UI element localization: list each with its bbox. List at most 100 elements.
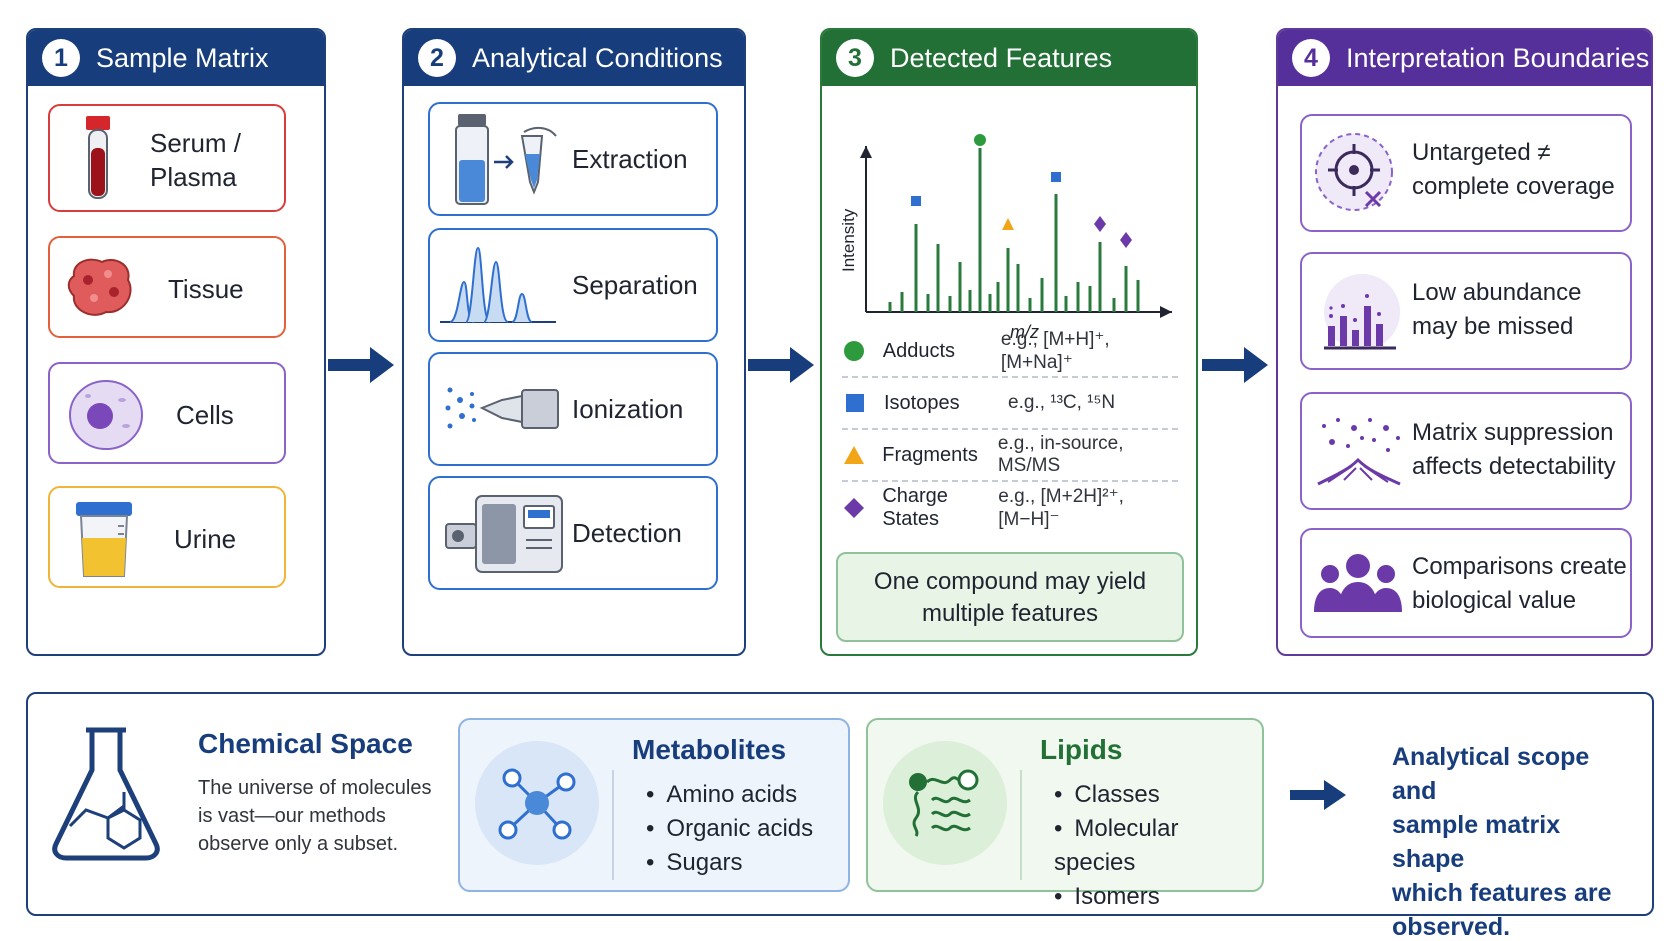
- legend-example: e.g., in-source, MS/MS: [997, 433, 1124, 476]
- card-label: Ionization: [572, 394, 684, 424]
- card-label: Tissue: [168, 274, 244, 304]
- panel-header: 4 Interpretation Boundaries: [1278, 30, 1651, 86]
- list-item: Amino acids: [646, 778, 813, 812]
- triangle-marker-icon: [844, 446, 865, 464]
- flow-arrow-icon: [1290, 780, 1346, 810]
- legend-name: Fragments: [882, 443, 978, 466]
- callout-line2: multiple features: [921, 600, 1099, 627]
- low-abundance-icon: [1324, 274, 1400, 350]
- list-item: Classes: [1054, 778, 1262, 812]
- lipid-icon: [883, 741, 1007, 865]
- legend-example: e.g., [M+2H]²⁺, [M−H]⁻: [998, 486, 1124, 530]
- isotope-marker: [1051, 172, 1061, 182]
- card-label-line2: Plasma: [150, 162, 237, 192]
- card-label: Cells: [176, 400, 234, 430]
- conclusion-line4: observed.: [1392, 913, 1511, 941]
- legend-example: e.g., ¹³C, ¹⁵N: [1008, 392, 1116, 413]
- card-line2: biological value: [1412, 587, 1577, 614]
- card-label-line1: Serum /: [150, 128, 242, 158]
- card-line2: may be missed: [1412, 313, 1574, 340]
- ionization-card: Ionization: [428, 352, 718, 466]
- charge-state-marker: [1094, 216, 1106, 232]
- group-icon: [1314, 554, 1402, 612]
- lipids-title: Lipids: [1040, 734, 1123, 765]
- tissue-card: Tissue: [48, 236, 286, 338]
- suppression-icon: [1317, 418, 1401, 486]
- legend-name: Adducts: [882, 339, 956, 362]
- card-line1: Matrix suppression: [1412, 419, 1614, 446]
- fragment-marker: [1002, 218, 1014, 230]
- panel-header: 2 Analytical Conditions: [404, 30, 744, 86]
- flow-arrow-icon: [748, 347, 814, 383]
- molecule-network-icon: [475, 741, 599, 865]
- card-line1: Comparisons create: [1412, 553, 1627, 580]
- chemical-space-line2: is vast—our methods: [198, 805, 386, 827]
- untargeted-coverage-card: Untargeted ≠ complete coverage: [1300, 114, 1632, 232]
- card-label: Separation: [572, 270, 698, 300]
- blood-tube-icon: [86, 116, 110, 199]
- chromatogram-icon: [440, 246, 556, 323]
- flask-icon: [52, 727, 160, 861]
- matrix-suppression-card: Matrix suppression affects detectability: [1300, 392, 1632, 510]
- lipids-box: Lipids Classes Molecular species Isomers: [866, 718, 1264, 910]
- legend-row-charge-states: Charge States e.g., [M+2H]²⁺, [M−H]⁻: [842, 482, 1178, 534]
- separation-card: Separation: [428, 228, 718, 342]
- low-abundance-card: Low abundance may be missed: [1300, 252, 1632, 370]
- card-label: Extraction: [572, 144, 688, 174]
- x-axis-label: m/z: [1010, 322, 1039, 342]
- y-axis-label: Intensity: [839, 208, 858, 272]
- chemical-space-line3: observe only a subset.: [198, 833, 399, 855]
- legend-row-fragments: Fragments e.g., in-source, MS/MS: [842, 430, 1178, 482]
- charge-state-marker: [1120, 232, 1132, 248]
- flow-arrow-icon: [1202, 347, 1268, 383]
- conclusion-line3: which features are: [1392, 879, 1612, 907]
- metabolites-box: Metabolites Amino acids Organic acids Su…: [458, 718, 850, 892]
- panel-title: Detected Features: [890, 42, 1113, 73]
- conclusion-line2: sample matrix shape: [1392, 811, 1561, 873]
- legend-name: Isotopes: [884, 391, 960, 414]
- target-icon: [1315, 133, 1393, 211]
- cells-card: Cells: [48, 362, 286, 464]
- legend-row-isotopes: Isotopes e.g., ¹³C, ¹⁵N: [842, 378, 1178, 430]
- cell-icon: [69, 380, 143, 450]
- lipids-list: Classes Molecular species Isomers: [1054, 778, 1262, 914]
- square-marker-icon: [846, 394, 864, 412]
- feature-callout: One compound may yield multiple features: [836, 552, 1184, 642]
- urine-card: Urine: [48, 486, 286, 588]
- adduct-marker: [974, 134, 986, 146]
- chemical-space-section: Chemical Space The universe of molecules…: [26, 692, 1654, 941]
- panel-header: 1 Sample Matrix: [28, 30, 324, 86]
- interpretation-boundaries-panel: 4 Interpretation Boundaries Untargeted ≠…: [1276, 28, 1653, 656]
- panel-title: Sample Matrix: [96, 42, 269, 73]
- list-item: Isomers: [1054, 880, 1262, 914]
- callout-line1: One compound may yield: [873, 568, 1147, 595]
- serum-plasma-card: Serum / Plasma: [48, 104, 286, 212]
- legend-example: e.g., [M+H]⁺, [M+Na]⁺: [1000, 329, 1110, 373]
- extraction-icon: [455, 114, 557, 205]
- conclusion-text: Analytical scope and sample matrix shape…: [1392, 740, 1622, 941]
- analytical-conditions-panel: 2 Analytical Conditions Extraction Separ…: [402, 28, 746, 656]
- circle-marker-icon: [844, 341, 865, 361]
- metabolites-list: Amino acids Organic acids Sugars: [646, 778, 813, 880]
- card-line2: affects detectability: [1412, 453, 1616, 480]
- legend-name: Charge States: [882, 485, 948, 530]
- list-item: Sugars: [646, 846, 813, 880]
- urine-cup-icon: [76, 502, 132, 577]
- panel-header: 3 Detected Features: [822, 30, 1196, 86]
- comparisons-card: Comparisons create biological value: [1300, 528, 1632, 638]
- step-number: 3: [836, 39, 874, 77]
- mass-spectrometer-icon: [445, 495, 563, 573]
- conclusion-line1: Analytical scope and: [1392, 743, 1590, 805]
- card-line1: Untargeted ≠: [1412, 139, 1551, 166]
- legend-row-adducts: Adducts e.g., [M+H]⁺, [M+Na]⁺: [842, 326, 1178, 378]
- step-number: 4: [1292, 39, 1330, 77]
- extraction-card: Extraction: [428, 102, 718, 216]
- card-line2: complete coverage: [1412, 173, 1615, 200]
- chemical-space-title: Chemical Space: [198, 728, 413, 759]
- divider: [612, 770, 614, 880]
- list-item: Molecular species: [1054, 812, 1262, 880]
- step-number: 1: [42, 39, 80, 77]
- sample-matrix-panel: 1 Sample Matrix Serum / Plasma Tissue Ce…: [26, 28, 326, 656]
- isotope-marker: [911, 196, 921, 206]
- ion-source-icon: [445, 387, 559, 429]
